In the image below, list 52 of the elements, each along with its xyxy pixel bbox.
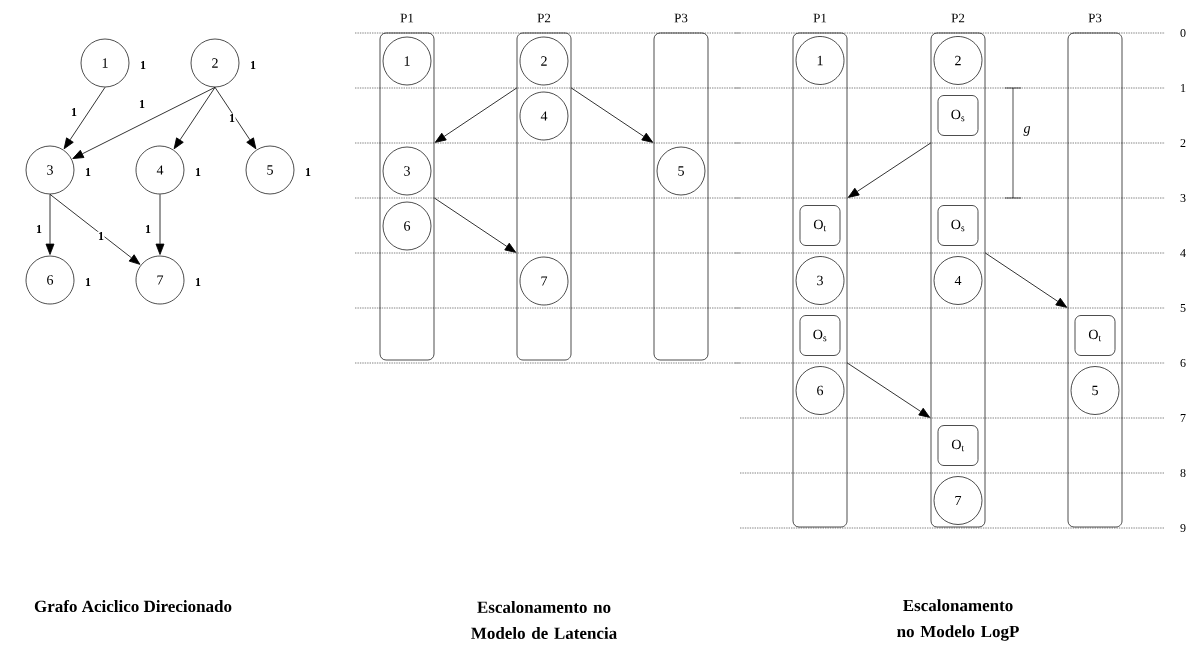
time-label: 8 [1180, 468, 1186, 478]
edge-label: 1 [97, 231, 105, 241]
weight-label: 1 [195, 168, 201, 176]
arrow [433, 197, 517, 253]
edge-label: 1 [138, 99, 146, 109]
time-label: 3 [1180, 193, 1186, 203]
edge-label: 1 [144, 224, 152, 234]
arrow [846, 362, 931, 418]
arrow [434, 87, 518, 143]
arrow [173, 86, 216, 150]
column-heading: P3 [1088, 13, 1102, 23]
weight-label: 1 [250, 61, 256, 69]
arrow [984, 252, 1068, 308]
panel-caption: Grafo Aciclico Direcionado [34, 599, 232, 613]
weight-label: 1 [85, 168, 91, 176]
weight-label: 1 [195, 278, 201, 286]
column-heading: P3 [674, 13, 688, 23]
time-label: 4 [1180, 249, 1186, 257]
arrow [45, 193, 55, 255]
edge-label: 1 [228, 113, 236, 123]
arrow [63, 86, 106, 150]
overhead-box: O$_{s}$ [937, 205, 979, 246]
gap-label: g [1023, 126, 1031, 136]
column-heading: P2 [537, 13, 551, 23]
overhead-box: O$_{s}$ [937, 95, 979, 136]
weight-label: 1 [140, 61, 146, 69]
overhead-box: O$_{t}$ [799, 205, 841, 246]
time-label: 1 [1181, 84, 1186, 92]
time-label: 2 [1180, 139, 1186, 147]
time-label: 5 [1180, 304, 1186, 312]
weight-label: 1 [85, 278, 91, 286]
time-label: 6 [1180, 358, 1186, 368]
arrow [214, 86, 257, 150]
overhead-box: O$_{s}$ [799, 315, 841, 356]
column-heading: P1 [400, 13, 414, 23]
edge-label: 1 [70, 107, 78, 117]
edge-label: 1 [35, 224, 43, 234]
arrow [49, 193, 141, 265]
arrow [847, 142, 932, 198]
panel-caption: Escalonamento no Modelo LogP [897, 599, 1019, 641]
arrow [570, 87, 654, 143]
time-label: 0 [1180, 28, 1186, 38]
overhead-box: O$_{t}$ [1074, 315, 1116, 356]
arrow [155, 193, 165, 255]
column-heading: P2 [951, 13, 965, 23]
time-label: 7 [1180, 414, 1186, 422]
time-label: 9 [1180, 523, 1186, 533]
overhead-box: O$_{t}$ [937, 425, 979, 466]
arrow [72, 86, 216, 159]
column-heading: P1 [813, 13, 827, 23]
panel-caption: Escalonamento no Modelo de Latencia [471, 601, 617, 639]
weight-label: 1 [305, 168, 311, 176]
